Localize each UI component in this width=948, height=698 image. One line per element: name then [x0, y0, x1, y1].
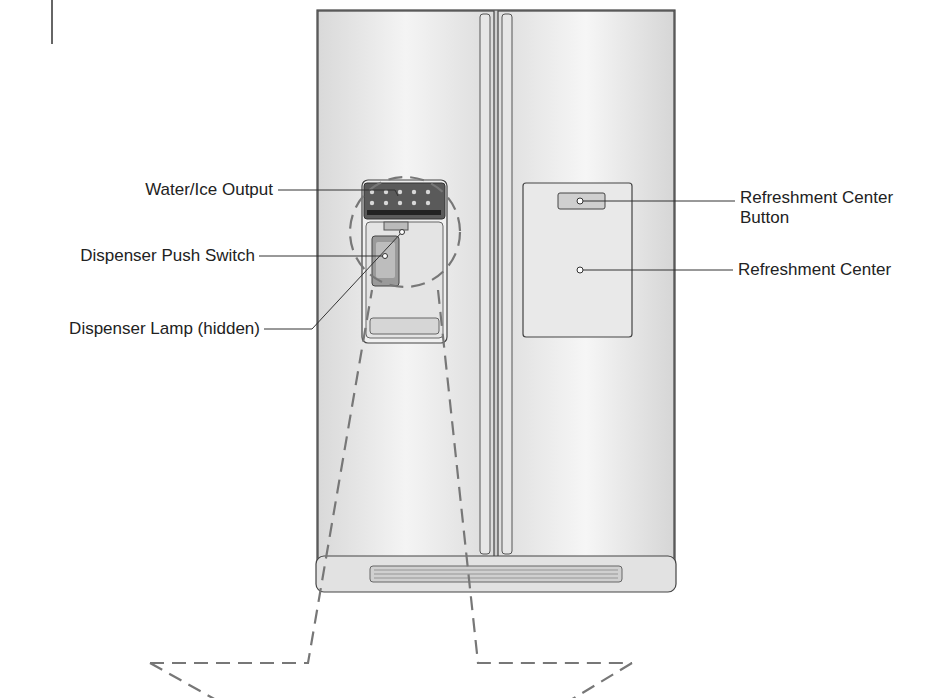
base-grille [316, 556, 676, 592]
cabinet [317, 10, 675, 562]
part-label: Dispenser Push Switch [80, 246, 255, 266]
part-label: Dispenser Lamp (hidden) [69, 319, 260, 339]
control-buttons [367, 190, 441, 215]
page-mark [51, 0, 53, 44]
grille-slot [370, 566, 622, 582]
leader-lines [259, 190, 735, 329]
part-label: Refreshment Center [738, 260, 891, 280]
callout-dot [577, 267, 583, 273]
callout-dot [400, 230, 405, 235]
fridge-handle [502, 14, 512, 554]
grille-lines [374, 570, 618, 578]
water-ice-output [384, 222, 408, 230]
switch-face [376, 242, 395, 278]
part-label: Refreshment Center Button [740, 188, 910, 228]
freezer-door [318, 11, 494, 561]
part-label: Water/Ice Output [145, 180, 273, 200]
control-panel [364, 183, 445, 219]
freezer-handle [480, 14, 490, 554]
refreshment-center [523, 183, 632, 337]
callout-dot [577, 198, 583, 204]
drip-tray [370, 318, 439, 334]
callout-dot [383, 254, 388, 259]
fridge-door [498, 11, 674, 561]
